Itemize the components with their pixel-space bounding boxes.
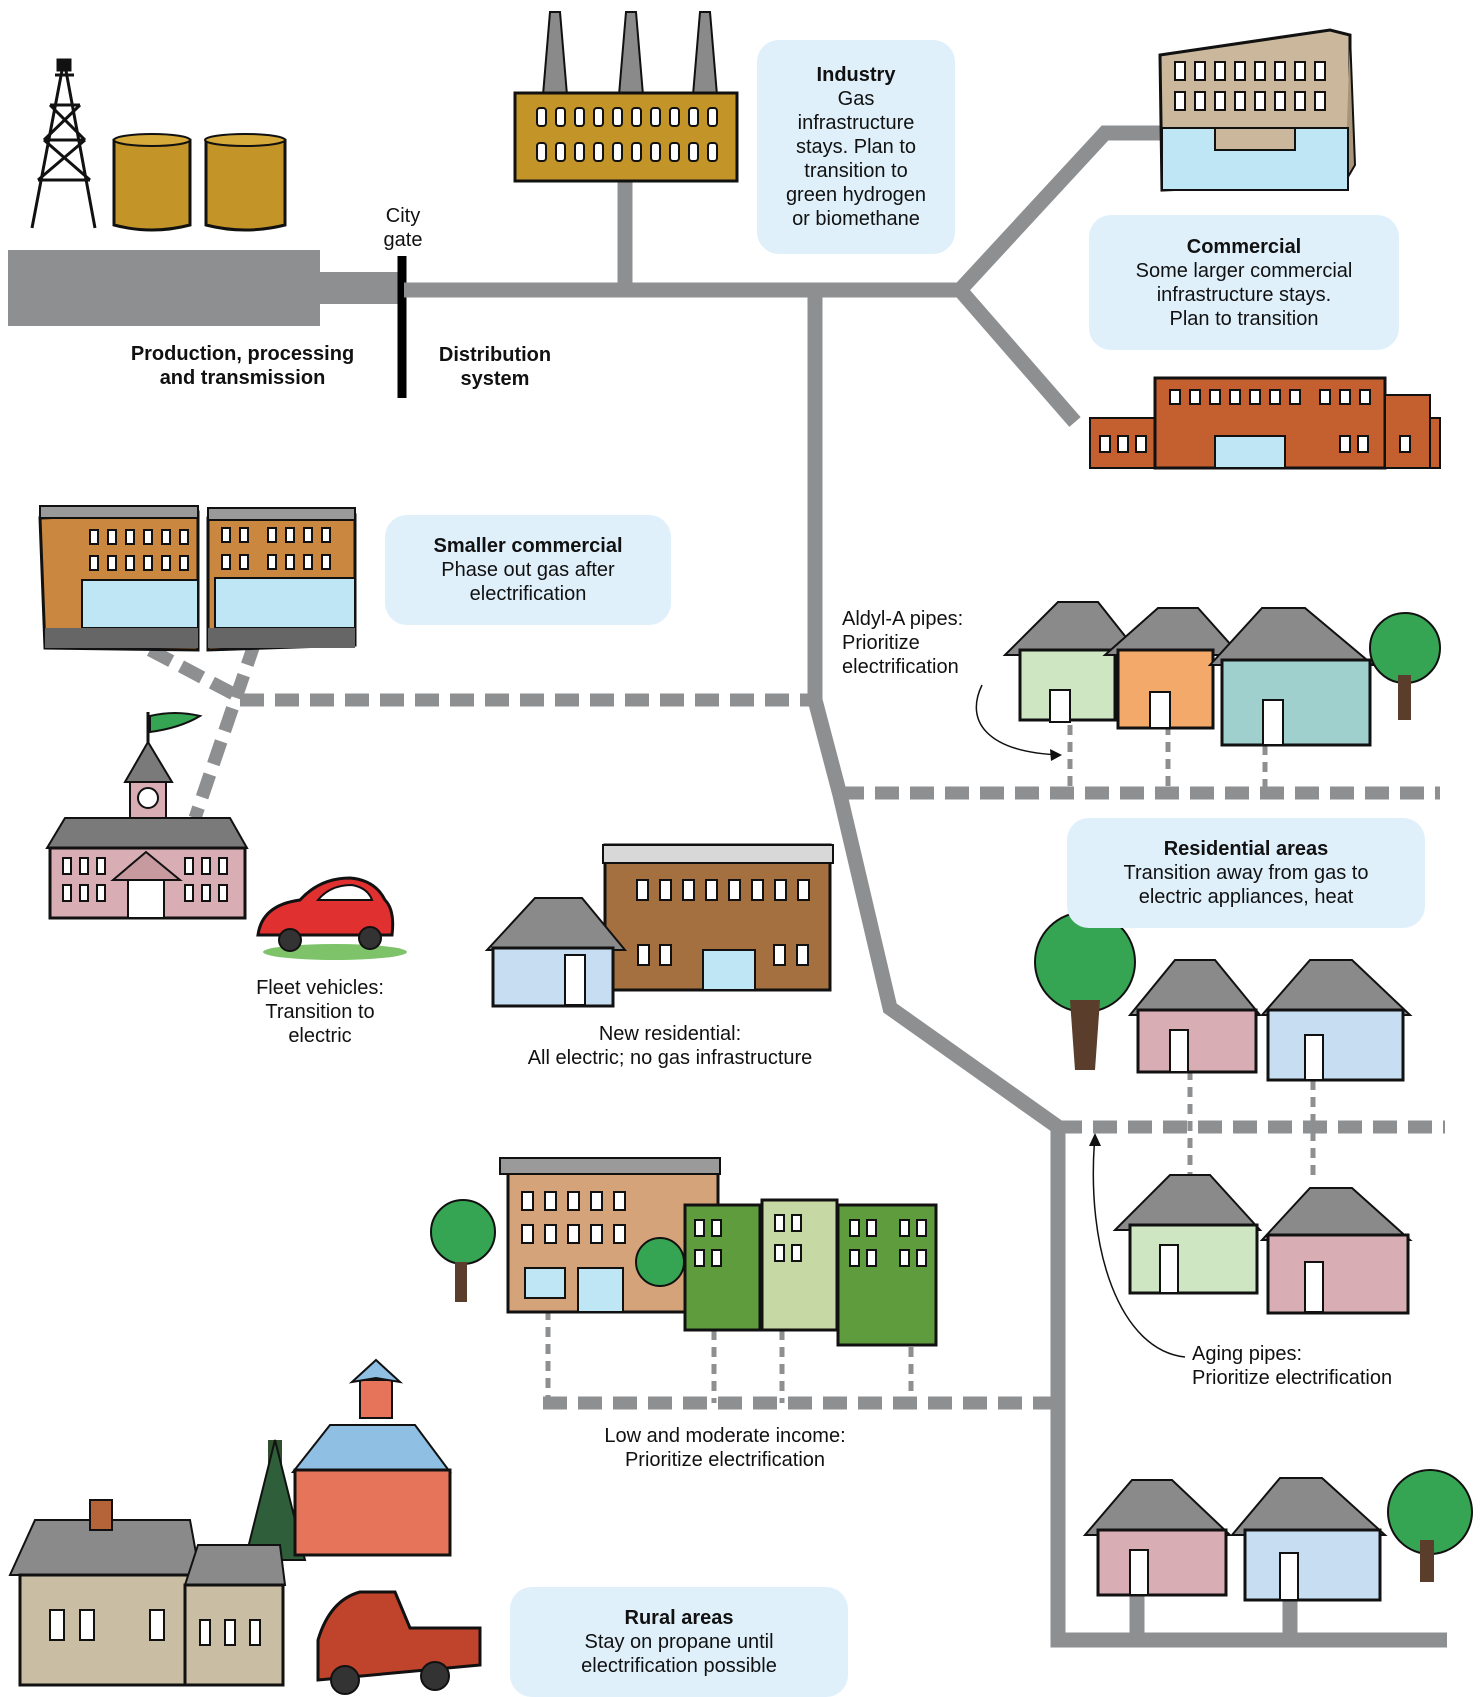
callout-residential-line-1: Transition away from gas to (1123, 862, 1369, 884)
distribution-label-line-1: Distribution (438, 344, 552, 366)
aldyl-label-line-1: Aldyl-A pipes: (842, 608, 964, 630)
city-gate-label-line-2: gate (383, 229, 423, 251)
low-income-label-line-1: Low and moderate income: (604, 1425, 846, 1447)
distribution-label: Distribution system (425, 343, 565, 391)
service-lines-dashed (146, 639, 1445, 1410)
callout-industry-line-2: infrastructure (797, 112, 915, 134)
new-residential-label-line-1: New residential: (598, 1023, 742, 1045)
callout-rural-title: Rural areas (624, 1607, 734, 1629)
annotation-arrows (975, 684, 1186, 1358)
commercial-brick-building-icon (1089, 376, 1441, 470)
house-service-lines (545, 725, 1316, 1403)
callout-industry: Industry Gas infrastructure stays. Plan … (757, 40, 955, 254)
fleet-label-line-1: Fleet vehicles: (256, 977, 384, 999)
callout-industry-line-6: or biomethane (792, 208, 920, 230)
production-label-line-1: Production, processing (130, 343, 355, 365)
callout-commercial-line-1: Some larger commercial (1135, 259, 1353, 282)
callout-rural-line-2: electrification possible (581, 1655, 777, 1677)
aging-pipes-label-line-1: Aging pipes: (1192, 1343, 1303, 1365)
fleet-label-line-2: Transition to (265, 1001, 375, 1023)
callout-rural: Rural areas Stay on propane until electr… (510, 1587, 848, 1697)
callout-smaller-commercial-title: Smaller commercial (433, 535, 623, 557)
low-income-label: Low and moderate income: Prioritize elec… (575, 1424, 875, 1472)
callout-industry-line-3: stays. Plan to (795, 136, 917, 158)
callout-commercial-line-3: Plan to transition (1169, 307, 1319, 330)
callout-residential-line-2: electric appliances, heat (1138, 886, 1354, 908)
callout-industry-line-1: Gas (837, 88, 875, 110)
callout-smaller-commercial-line-2: electrification (469, 583, 587, 605)
fleet-car-icon (256, 876, 407, 960)
callout-residential: Residential areas Transition away from g… (1067, 818, 1425, 928)
callout-commercial-line-2: infrastructure stays. (1156, 283, 1332, 306)
low-income-label-line-2: Prioritize electrification (624, 1449, 826, 1471)
new-residential-label-line-2: All electric; no gas infrastructure (527, 1047, 813, 1069)
callout-smaller-commercial-line-1: Phase out gas after (441, 559, 615, 581)
callout-rural-line-1: Stay on propane until (584, 1631, 774, 1653)
city-gate-label: City gate (370, 204, 436, 252)
fleet-label-line-3: electric (288, 1025, 352, 1047)
low-income-buildings-icon (430, 1157, 938, 1347)
storage-tanks-icon (112, 133, 287, 232)
callout-commercial: Commercial Some larger commercial infras… (1089, 215, 1399, 350)
residential-houses-icon (1034, 911, 1473, 1602)
callout-residential-title: Residential areas (1163, 838, 1329, 860)
aldyl-label: Aldyl-A pipes: Prioritize electrificatio… (842, 607, 1002, 679)
aldyl-label-line-3: electrification (842, 656, 959, 678)
callout-commercial-title: Commercial (1186, 235, 1302, 258)
commercial-tower-icon (1158, 28, 1357, 192)
callout-industry-line-4: transition to (804, 160, 908, 182)
rural-scene-icon (8, 1358, 482, 1695)
smaller-commercial-buildings-icon (38, 505, 357, 652)
transmission-pipe (8, 250, 402, 326)
production-label-line-2: and transmission (159, 367, 326, 389)
callout-industry-title: Industry (816, 64, 896, 86)
new-residential-buildings-icon (484, 843, 834, 1008)
aldyl-houses-icon (1002, 601, 1441, 747)
new-residential-label: New residential: All electric; no gas in… (500, 1022, 840, 1070)
fleet-label: Fleet vehicles: Transition to electric (235, 976, 405, 1048)
distribution-label-line-2: system (460, 368, 530, 390)
callout-smaller-commercial: Smaller commercial Phase out gas after e… (385, 515, 671, 625)
city-gate-label-line-1: City (385, 205, 421, 227)
aging-pipes-label-line-2: Prioritize electrification (1192, 1367, 1393, 1389)
production-label: Production, processing and transmission (110, 342, 375, 390)
town-hall-icon (45, 712, 249, 920)
aldyl-label-line-2: Prioritize (842, 632, 920, 654)
callout-industry-line-5: green hydrogen (785, 184, 927, 206)
oil-derrick-icon (30, 58, 97, 229)
aging-pipes-label: Aging pipes: Prioritize electrification (1192, 1342, 1452, 1390)
factory-icon (513, 11, 739, 183)
